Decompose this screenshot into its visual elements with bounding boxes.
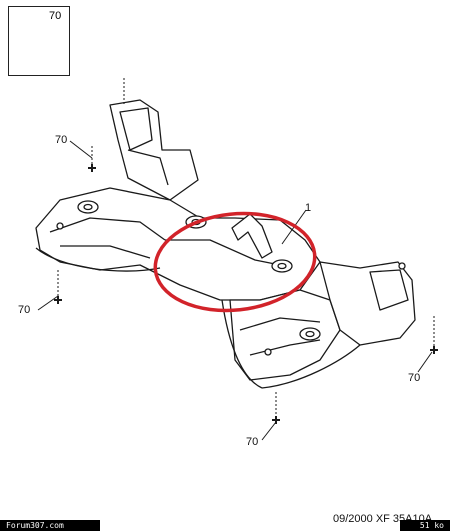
watermark-bar: Forum307.com <box>0 520 100 531</box>
legend-part-number: 70 <box>49 10 62 22</box>
front-subframe <box>35 99 416 389</box>
legend-box: 70 <box>8 6 70 76</box>
callout-70-top-left: 70 <box>55 134 68 146</box>
watermark-text: Forum307.com <box>6 521 64 530</box>
file-size-bar: 51 ko <box>400 520 450 531</box>
callout-70-bottom: 70 <box>246 436 259 448</box>
callout-70-right: 70 <box>408 372 421 384</box>
callout-1: 1 <box>305 202 312 214</box>
callout-leaders <box>37 78 435 441</box>
file-size-text: 51 ko <box>419 521 444 530</box>
callout-70-left: 70 <box>18 304 31 316</box>
highlight-ring <box>153 211 317 313</box>
bolt-markers <box>54 164 438 424</box>
